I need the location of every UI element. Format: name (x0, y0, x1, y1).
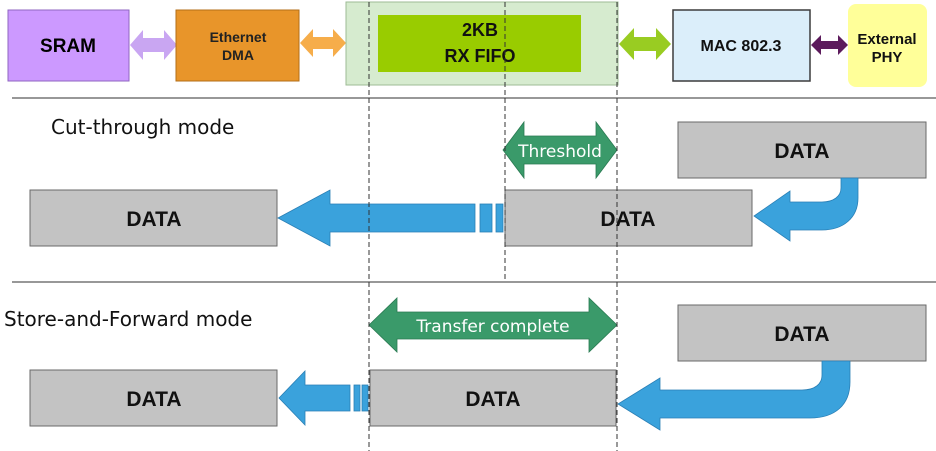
dma-label-line1: Ethernet (210, 29, 267, 45)
sf-phy-data-box (677, 304, 927, 362)
phy-label-line1: External (857, 31, 916, 48)
sf-big-arrow (278, 370, 351, 426)
sf-sram-data-box (29, 369, 278, 427)
fifo-label-line2: RX FIFO (445, 46, 516, 66)
sf-fifo-data-label: DATA (465, 388, 520, 411)
ethernet-dma-block (175, 9, 300, 82)
ct-phy-data-label: DATA (774, 140, 829, 163)
ct-sram-data-label: DATA (126, 208, 181, 231)
ct-fifo-data-label: DATA (600, 208, 655, 231)
rx-fifo-block (378, 15, 581, 72)
sf-fifo-data-box (369, 369, 617, 427)
sram-block (7, 9, 130, 82)
sf-arrow-dash-1 (353, 384, 361, 412)
sf-phy-data-label: DATA (774, 323, 829, 346)
fifo-label-line1: 2KB (462, 20, 498, 40)
sram-label: SRAM (40, 36, 96, 57)
phy-label-line2: PHY (872, 49, 903, 66)
sram-dma-arrow (130, 30, 177, 60)
cut-through-title: Cut-through mode (51, 115, 234, 139)
ct-curved-arrow (753, 177, 859, 242)
ct-sram-data-box (29, 189, 278, 247)
mac-block (672, 9, 811, 82)
sf-sram-data-label: DATA (126, 388, 181, 411)
dma-label-line2: DMA (222, 47, 254, 63)
fifo-mac-arrow (619, 28, 671, 60)
ct-big-arrow (277, 189, 476, 247)
mac-phy-arrow (811, 35, 848, 55)
sf-curved-arrow (617, 360, 851, 431)
sf-arrow-dash-2 (361, 384, 369, 412)
dma-fifo-arrow (300, 29, 346, 57)
ct-phy-data-box (677, 121, 927, 179)
mac-label: MAC 802.3 (701, 38, 782, 55)
store-forward-title: Store-and-Forward mode (4, 307, 252, 331)
external-phy-block (848, 4, 927, 87)
ct-arrow-dash-2 (495, 203, 504, 233)
transfer-complete-label: Transfer complete (415, 317, 569, 337)
threshold-label: Threshold (517, 142, 602, 162)
ct-arrow-dash-1 (479, 203, 493, 233)
